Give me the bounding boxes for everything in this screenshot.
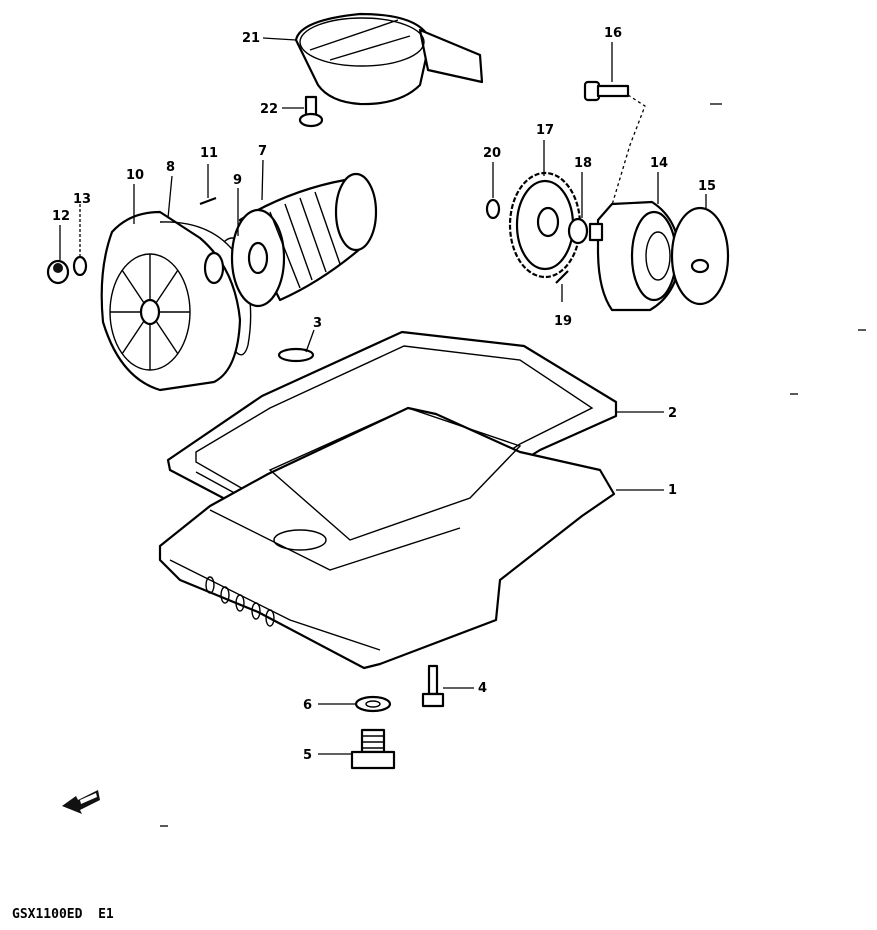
part-12-nut xyxy=(46,259,70,285)
part-14-oil-pump xyxy=(588,200,682,312)
callout-13: 13 xyxy=(73,192,91,207)
callout-15: 15 xyxy=(698,179,716,194)
part-6-washer xyxy=(354,695,392,713)
callout-12: 12 xyxy=(52,209,70,224)
leader-16-to-14 xyxy=(611,94,646,206)
part-4-bolt xyxy=(421,664,445,708)
part-7-oil-filter xyxy=(230,172,378,308)
part-10-filter-cover xyxy=(100,210,242,392)
part-15-gasket xyxy=(670,206,730,306)
callout-5: 5 xyxy=(303,748,312,763)
callout-4: 4 xyxy=(478,681,487,696)
part-17-sprocket xyxy=(508,171,582,279)
part-21-strainer xyxy=(294,12,484,106)
part-5-drain-plug xyxy=(350,728,396,770)
part-22-bolt xyxy=(298,95,324,128)
part-11-pin xyxy=(199,196,217,206)
part-19-pin xyxy=(555,270,569,284)
part-13-washer xyxy=(72,255,88,277)
callout-19: 19 xyxy=(554,314,572,329)
callout-7: 7 xyxy=(258,144,267,159)
part-18-washer xyxy=(567,217,589,245)
callout-3: 3 xyxy=(313,316,322,331)
callout-21: 21 xyxy=(242,31,260,46)
callout-16: 16 xyxy=(604,26,622,41)
callout-22: 22 xyxy=(260,102,278,117)
model-code-footer: GSX1100ED E1 xyxy=(12,907,114,922)
part-16-bolt xyxy=(583,80,630,102)
callout-labels: 21 22 16 20 17 18 14 15 19 11 7 10 8 9 1… xyxy=(52,26,716,763)
callout-9: 9 xyxy=(233,173,242,188)
callout-20: 20 xyxy=(483,146,501,161)
callout-17: 17 xyxy=(536,123,554,138)
callout-14: 14 xyxy=(650,156,668,171)
callout-10: 10 xyxy=(126,168,144,183)
callout-6: 6 xyxy=(303,698,312,713)
callout-11: 11 xyxy=(200,146,218,161)
callout-2: 2 xyxy=(668,406,677,421)
callout-8: 8 xyxy=(166,160,175,175)
scan-marks xyxy=(160,103,866,827)
part-3-o-ring xyxy=(277,347,315,363)
front-direction-arrow-icon xyxy=(62,790,100,814)
part-1-oil-pan xyxy=(158,406,616,670)
part-20-circlip xyxy=(485,198,501,220)
callout-1: 1 xyxy=(668,483,677,498)
callout-18: 18 xyxy=(574,156,592,171)
leader-lines xyxy=(59,37,707,755)
